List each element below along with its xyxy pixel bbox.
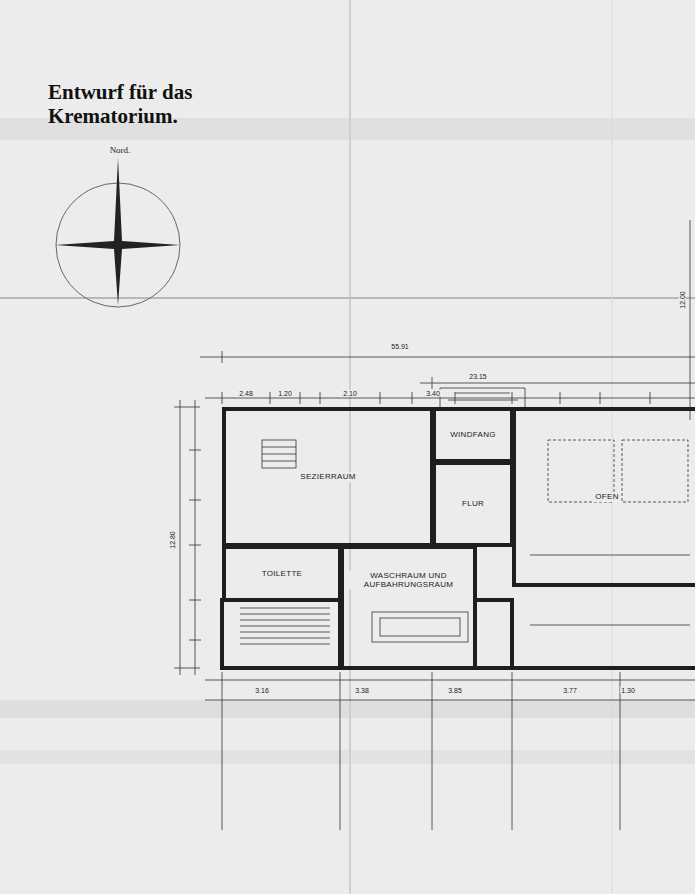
drawing-title: Entwurf für das Krematorium.: [48, 80, 208, 128]
dimension-number: 1.20: [277, 390, 293, 397]
dimension-number: 3.77: [562, 687, 578, 694]
room-name: SEZIERRAUM: [298, 472, 357, 481]
dimension-number: 1.30: [620, 687, 636, 694]
room-name: WINDFANG: [448, 430, 498, 439]
room-box: FLUR: [432, 461, 514, 547]
room-name: FLUR: [460, 499, 486, 508]
dimension-number: 12.00: [679, 290, 686, 310]
room-box: OFEN: [512, 407, 695, 587]
dimension-number: 3.16: [254, 687, 270, 694]
dimension-number: 12.80: [169, 530, 176, 550]
dimension-number: 2.48: [238, 390, 254, 397]
dimension-number: 3.40: [425, 390, 441, 397]
room-box: SEZIERRAUM: [222, 407, 434, 547]
room-name: OFEN: [593, 492, 620, 501]
room-name: WASCHRAUM UND AUFBAHRUNGSRAUM: [346, 571, 471, 589]
dimension-number: 2.10: [342, 390, 358, 397]
room-box: WINDFANG: [432, 407, 514, 463]
room-box: TOILETTE: [222, 545, 342, 602]
dimension-number: 55.91: [390, 343, 410, 350]
dimension-number: 3.85: [447, 687, 463, 694]
dimension-number: 23.15: [468, 373, 488, 380]
dimension-number: 3.38: [354, 687, 370, 694]
room-name: TOILETTE: [260, 569, 304, 578]
room-box: WASCHRAUM UND AUFBAHRUNGSRAUM: [340, 545, 477, 670]
north-label: Nord.: [109, 146, 132, 155]
